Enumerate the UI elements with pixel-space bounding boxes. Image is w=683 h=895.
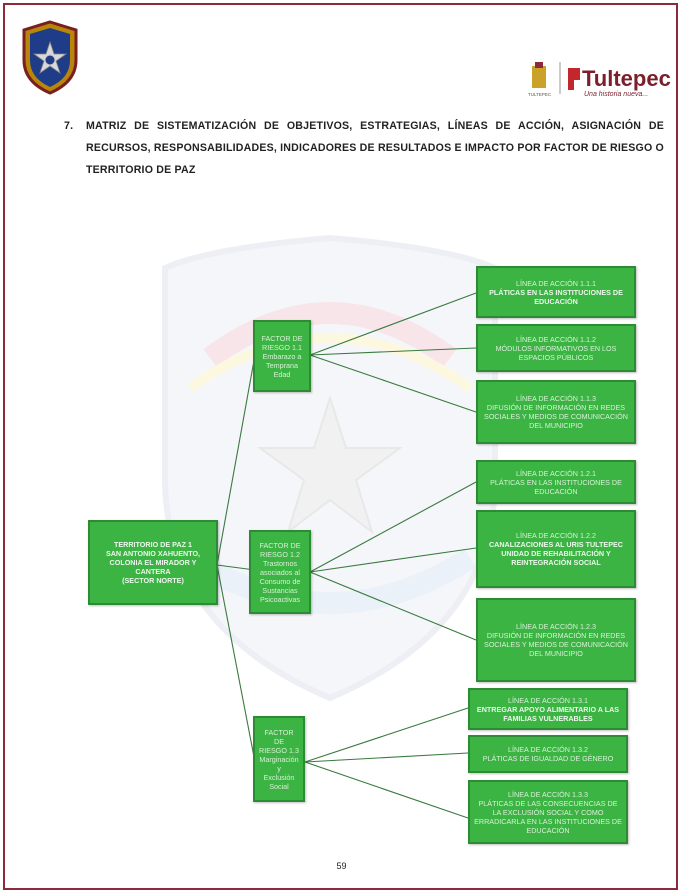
action-line-node: LÍNEA DE ACCIÓN 1.2.1 PLÁTICAS EN LAS IN… — [476, 460, 636, 504]
section-heading: 7. MATRIZ DE SISTEMATIZACIÓN DE OBJETIVO… — [64, 115, 664, 181]
page-border — [3, 3, 678, 890]
factor-line: RIESGO 1.3 — [259, 745, 299, 755]
risk-factor-node: FACTOR DE RIESGO 1.3 Marginación y Exclu… — [253, 716, 305, 802]
factor-line: RIESGO 1.2 — [260, 549, 300, 559]
action-line-node: LÍNEA DE ACCIÓN 1.1.2 MÓDULOS INFORMATIV… — [476, 324, 636, 372]
tultepec-brand-text: Tultepec — [582, 66, 671, 91]
territory-line: (SECTOR NORTE) — [122, 576, 184, 585]
action-title: LÍNEA DE ACCIÓN 1.2.1 — [516, 468, 596, 478]
factor-line: FACTOR DE — [261, 333, 303, 343]
territory-line: CANTERA — [135, 567, 171, 576]
risk-factor-node: FACTOR DE RIESGO 1.1 Embarazo a Temprana… — [253, 320, 311, 392]
territory-line: COLONIA EL MIRADOR Y — [109, 558, 197, 567]
factor-line: y — [277, 763, 281, 773]
watermark-shield — [162, 234, 498, 702]
action-body: PLÁTICAS DE IGUALDAD DE GÉNERO — [482, 754, 614, 763]
action-body: ENTREGAR APOYO ALIMENTARIO A LAS FAMILIA… — [476, 704, 620, 723]
factor-line: RIESGO 1.1 — [262, 342, 302, 352]
tultepec-logo: Tultepec Una historia nueva... TULTEPEC — [520, 58, 680, 100]
factor-line: Consumo de — [259, 576, 301, 586]
factor-line: Temprana — [266, 360, 298, 370]
factor-line: FACTOR DE — [259, 540, 301, 550]
action-line-node: LÍNEA DE ACCIÓN 1.2.3 DIFUSIÓN DE INFORM… — [476, 598, 636, 682]
action-title: LÍNEA DE ACCIÓN 1.3.1 — [508, 695, 588, 705]
action-title: LÍNEA DE ACCIÓN 1.3.2 — [508, 745, 588, 754]
action-line-node: LÍNEA DE ACCIÓN 1.1.1 PLÁTICAS EN LAS IN… — [476, 266, 636, 318]
factor-line: Psicoactivas — [260, 594, 300, 604]
action-title: LÍNEA DE ACCIÓN 1.1.2 — [516, 334, 596, 344]
action-body: PLÁTICAS DE LAS CONSECUENCIAS DE LA EXCL… — [474, 798, 622, 835]
action-body: PLÁTICAS EN LAS INSTITUCIONES DE EDUCACI… — [490, 477, 622, 496]
risk-factor-node: FACTOR DE RIESGO 1.2 Trastornos asociado… — [249, 530, 311, 614]
factor-line: Marginación — [259, 754, 299, 764]
action-body: CANALIZACIONES AL URIS TULTEPEC UNIDAD D… — [488, 540, 624, 567]
action-title: LÍNEA DE ACCIÓN 1.1.3 — [516, 394, 596, 403]
action-line-node: LÍNEA DE ACCIÓN 1.2.2 CANALIZACIONES AL … — [476, 510, 636, 588]
factor-line: Edad — [273, 369, 291, 379]
factor-line: Social — [269, 781, 289, 791]
factor-line: FACTOR DE — [264, 727, 294, 746]
territory-line: TERRITORIO DE PAZ 1 — [113, 540, 192, 549]
tultepec-small-text: TULTEPEC — [528, 92, 552, 97]
action-body: DIFUSIÓN DE INFORMACIÓN EN REDES SOCIALE… — [484, 403, 628, 430]
tultepec-crest-icon: Tultepec Una historia nueva... TULTEPEC — [528, 62, 671, 98]
factor-line: Trastornos — [262, 558, 298, 568]
action-body: DIFUSIÓN DE INFORMACIÓN EN REDES SOCIALE… — [484, 631, 628, 658]
police-shield-logo — [22, 20, 78, 95]
action-title: LÍNEA DE ACCIÓN 1.1.1 — [516, 278, 596, 288]
action-line-node: LÍNEA DE ACCIÓN 1.3.3 PLÁTICAS DE LAS CO… — [468, 780, 628, 844]
factor-line: asociados al — [260, 567, 300, 577]
territory-line: SAN ANTONIO XAHUENTO, — [105, 549, 201, 558]
section-title: MATRIZ DE SISTEMATIZACIÓN DE OBJETIVOS, … — [86, 120, 664, 176]
page-number: 59 — [336, 861, 347, 871]
action-body: PLÁTICAS EN LAS INSTITUCIONES DE EDUCACI… — [489, 287, 623, 306]
action-title: LÍNEA DE ACCIÓN 1.3.3 — [508, 789, 588, 799]
action-line-node: LÍNEA DE ACCIÓN 1.1.3 DIFUSIÓN DE INFORM… — [476, 380, 636, 444]
action-title: LÍNEA DE ACCIÓN 1.2.2 — [516, 531, 596, 540]
action-line-node: LÍNEA DE ACCIÓN 1.3.2 PLÁTICAS DE IGUALD… — [468, 735, 628, 773]
factor-line: Sustancias — [262, 585, 298, 595]
action-line-node: LÍNEA DE ACCIÓN 1.3.1 ENTREGAR APOYO ALI… — [468, 688, 628, 730]
factor-line: Exclusión — [263, 772, 295, 782]
factor-line: Embarazo a — [262, 351, 302, 361]
territory-node: TERRITORIO DE PAZ 1 SAN ANTONIO XAHUENTO… — [88, 520, 218, 605]
action-body: MÓDULOS INFORMATIVOS EN LOS ESPACIOS PÚB… — [495, 343, 617, 362]
action-title: LÍNEA DE ACCIÓN 1.2.3 — [516, 622, 596, 631]
tultepec-slogan: Una historia nueva... — [584, 91, 648, 98]
section-number: 7. — [64, 120, 74, 132]
